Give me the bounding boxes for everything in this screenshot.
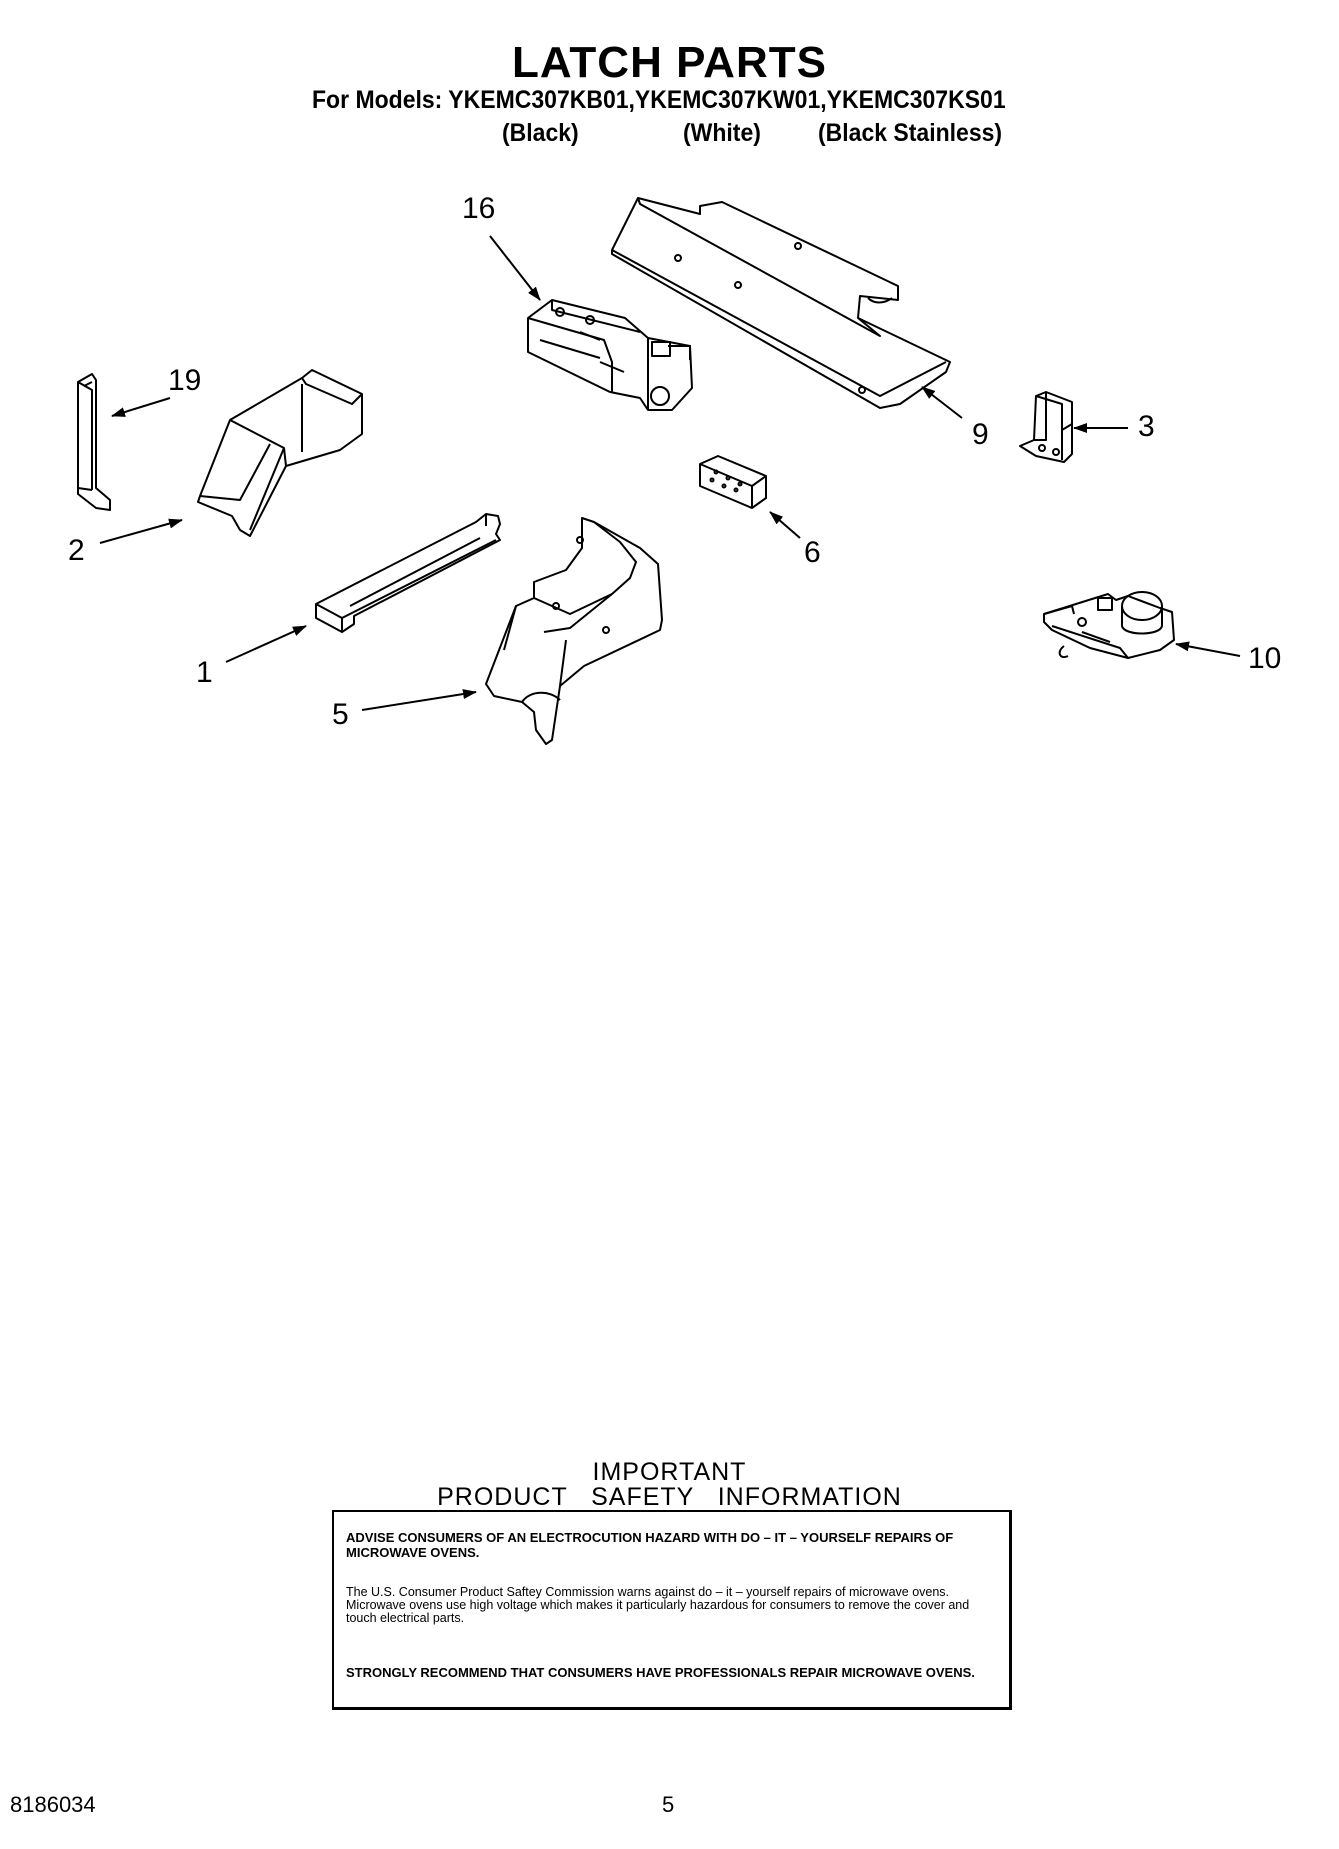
- leader-9: [921, 386, 963, 419]
- safety-body: The U.S. Consumer Product Saftey Commiss…: [346, 1585, 970, 1625]
- part-5-shield: [485, 517, 663, 745]
- leader-5: [361, 689, 477, 711]
- exploded-parts-diagram: [77, 197, 1241, 745]
- safety-warning-2: STRONGLY RECOMMEND THAT CONSUMERS HAVE P…: [346, 1665, 975, 1680]
- callout-9: 9: [972, 418, 989, 451]
- safety-heading-important: IMPORTANT: [592, 1458, 747, 1486]
- part-3-bracket: [1019, 391, 1073, 463]
- leader-2: [99, 518, 183, 544]
- callout-10: 10: [1248, 642, 1282, 675]
- safety-heading: IMPORTANT PRODUCT SAFETY INFORMATION: [0, 1460, 1339, 1510]
- variant-white: (White): [683, 119, 761, 147]
- document-number: 8186034: [10, 1792, 96, 1817]
- callout-16: 16: [462, 192, 496, 225]
- callout-3: 3: [1138, 410, 1155, 443]
- callout-5: 5: [332, 698, 349, 731]
- page-number: 5: [662, 1792, 675, 1817]
- part-2-cover: [197, 369, 363, 537]
- variant-black-stainless: (Black Stainless): [818, 119, 1003, 147]
- page-title: LATCH PARTS: [512, 38, 827, 87]
- part-9-bracket: [611, 197, 951, 409]
- part-1-channel: [315, 513, 501, 633]
- part-19-tab: [77, 373, 111, 511]
- callout-2: 2: [68, 534, 85, 567]
- variant-black: (Black): [502, 119, 579, 147]
- safety-warning-1: ADVISE CONSUMERS OF AN ELECTROCUTION HAZ…: [346, 1530, 954, 1560]
- part-6-block: [699, 455, 767, 509]
- leader-16: [489, 235, 541, 301]
- leader-19: [111, 397, 171, 417]
- safety-box: ADVISE CONSUMERS OF AN ELECTROCUTION HAZ…: [332, 1510, 1012, 1710]
- safety-heading-product: PRODUCT SAFETY INFORMATION: [437, 1483, 902, 1511]
- leader-6: [769, 511, 801, 539]
- part-16-latch-assembly: [527, 299, 693, 411]
- leader-10: [1175, 641, 1241, 657]
- callout-1: 1: [196, 656, 213, 689]
- part-10-switch: [1043, 591, 1175, 659]
- models-line: For Models: YKEMC307KB01,YKEMC307KW01,YK…: [312, 86, 1006, 114]
- leader-1: [225, 625, 307, 663]
- callout-19: 19: [168, 364, 202, 397]
- callout-6: 6: [804, 536, 821, 569]
